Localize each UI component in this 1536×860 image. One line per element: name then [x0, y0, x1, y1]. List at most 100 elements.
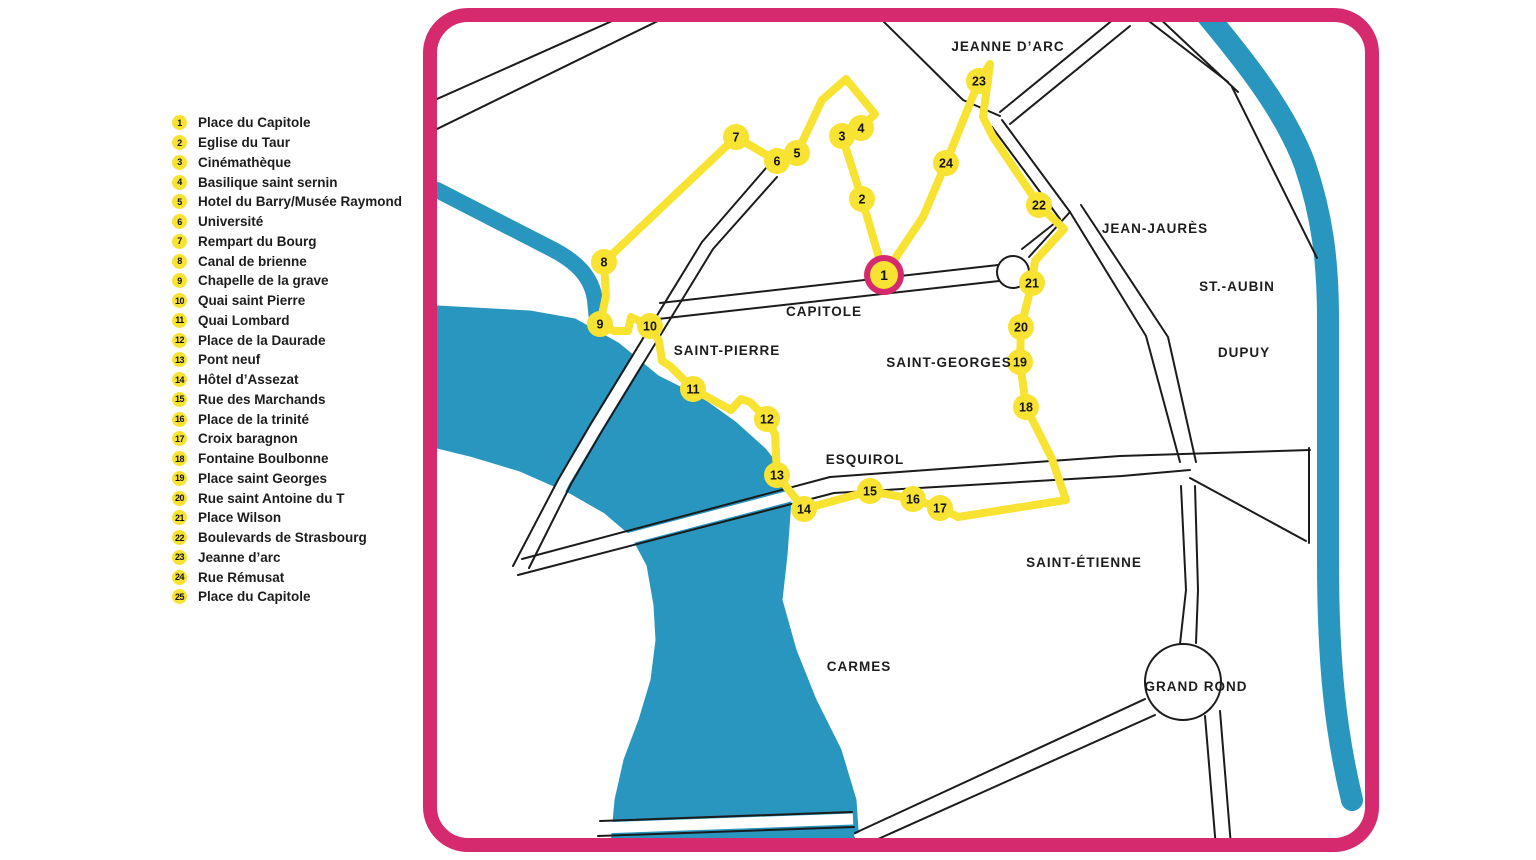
- legend-item-label: Place du Capitole: [198, 115, 311, 131]
- district-label: JEAN-JAURÈS: [1102, 221, 1208, 236]
- waypoint-number: 24: [939, 156, 953, 170]
- district-label: ST.-AUBIN: [1199, 279, 1275, 294]
- legend-item-label: Eglise du Taur: [198, 135, 291, 151]
- legend-item: 12 Place de la Daurade: [172, 330, 402, 350]
- legend-item-number: 7: [172, 233, 187, 249]
- waypoint-number: 20: [1014, 320, 1028, 334]
- bridge-underlay-south: [598, 813, 854, 834]
- waypoint-marker: 18: [1013, 394, 1039, 420]
- waypoint-number: 17: [933, 501, 947, 515]
- waypoint-marker-start: 1: [864, 255, 904, 295]
- waypoint-number: 8: [601, 255, 608, 269]
- garonne-river: [437, 305, 860, 842]
- legend-item-number: 25: [172, 589, 187, 605]
- legend-item-label: Place saint Georges: [198, 470, 328, 486]
- road-underlay-strasbourg: [1001, 115, 1070, 257]
- waypoint-marker: 20: [1008, 314, 1034, 340]
- waypoint-number: 14: [797, 502, 811, 516]
- legend-item-number: 8: [172, 253, 187, 269]
- legend-item-label: Place de la trinité: [198, 411, 310, 427]
- waypoint-marker: 5: [784, 140, 810, 166]
- legend-item-number: 21: [172, 510, 187, 526]
- waypoint-marker: 9: [587, 311, 613, 337]
- legend-item-number: 18: [172, 451, 187, 467]
- legend-item-label: Jeanne d’arc: [198, 549, 281, 565]
- waypoint-number: 6: [774, 154, 781, 168]
- legend-item-number: 19: [172, 470, 187, 486]
- waypoint-marker: 19: [1007, 349, 1033, 375]
- legend-item-label: Hôtel d’Assezat: [198, 372, 299, 388]
- legend-item-number: 6: [172, 214, 187, 230]
- road-underlay-capitole: [658, 267, 999, 317]
- legend-item-number: 16: [172, 411, 187, 427]
- waypoint-number: 13: [770, 468, 784, 482]
- waypoint-marker: 23: [966, 68, 992, 94]
- district-label: JEANNE D’ARC: [951, 39, 1064, 54]
- legend-item: 22 Boulevards de Strasbourg: [172, 528, 402, 548]
- waypoint-number: 19: [1013, 355, 1027, 369]
- legend-item-number: 24: [172, 569, 187, 585]
- legend-item-number: 9: [172, 273, 187, 289]
- legend-item-label: Croix baragnon: [198, 431, 298, 447]
- legend-item-label: Boulevards de Strasbourg: [198, 530, 367, 546]
- waypoint-number: 4: [858, 121, 865, 135]
- waypoint-marker: 11: [680, 376, 706, 402]
- district-label: CAPITOLE: [786, 304, 862, 319]
- legend-item-label: Cinémathèque: [198, 154, 292, 170]
- district-label: SAINT-ÉTIENNE: [1026, 555, 1142, 570]
- legend-item-number: 4: [172, 174, 187, 190]
- waypoint-marker: 2: [849, 186, 875, 212]
- legend-item-label: Basilique saint sernin: [198, 174, 338, 190]
- legend-item: 23 Jeanne d’arc: [172, 548, 402, 568]
- district-label: GRAND ROND: [1145, 679, 1248, 694]
- district-label: CARMES: [827, 659, 892, 674]
- map-frame: [423, 8, 1379, 852]
- waypoint-marker: 8: [591, 249, 617, 275]
- waypoint-number: 23: [972, 74, 986, 88]
- waypoint-marker: 14: [791, 496, 817, 522]
- legend-item-label: Quai saint Pierre: [198, 293, 306, 309]
- legend-item-number: 23: [172, 549, 187, 565]
- legend-item-number: 1: [172, 115, 187, 131]
- legend-item-label: Pont neuf: [198, 352, 261, 368]
- district-labels: JEANNE D’ARC CAPITOLE SAINT-PIERRE SAINT-GE…: [674, 39, 1275, 694]
- legend-item-number: 11: [172, 312, 187, 328]
- legend-item-label: Rue des Marchands: [198, 391, 326, 407]
- legend-item-number: 20: [172, 490, 187, 506]
- legend-item-label: Place du Capitole: [198, 589, 311, 605]
- waypoint-number: 3: [839, 129, 846, 143]
- legend-item-label: Rue Rémusat: [198, 569, 285, 585]
- waypoint-marker: 7: [723, 124, 749, 150]
- legend-item-label: Canal de brienne: [198, 253, 307, 269]
- legend-item: 16 Place de la trinité: [172, 409, 402, 429]
- waypoint-number: 10: [643, 319, 657, 333]
- legend-item: 19 Place saint Georges: [172, 469, 402, 489]
- bridge-underlay-catalans: [516, 168, 776, 570]
- legend-item-number: 12: [172, 332, 187, 348]
- legend-item-number: 5: [172, 194, 187, 210]
- legend-item-number: 22: [172, 530, 187, 546]
- canal-du-midi: [1195, 22, 1363, 811]
- district-label: DUPUY: [1218, 345, 1270, 360]
- legend-item-number: 14: [172, 372, 187, 388]
- waypoint-marker: 15: [857, 478, 883, 504]
- waypoint-marker: 16: [900, 486, 926, 512]
- legend-item-label: Place de la Daurade: [198, 332, 326, 348]
- waypoint-number: 1: [880, 267, 888, 283]
- road-network: [437, 22, 1318, 842]
- district-label: SAINT-GEORGES: [886, 355, 1012, 370]
- district-label: SAINT-PIERRE: [674, 343, 781, 358]
- waypoint-number: 2: [859, 192, 866, 206]
